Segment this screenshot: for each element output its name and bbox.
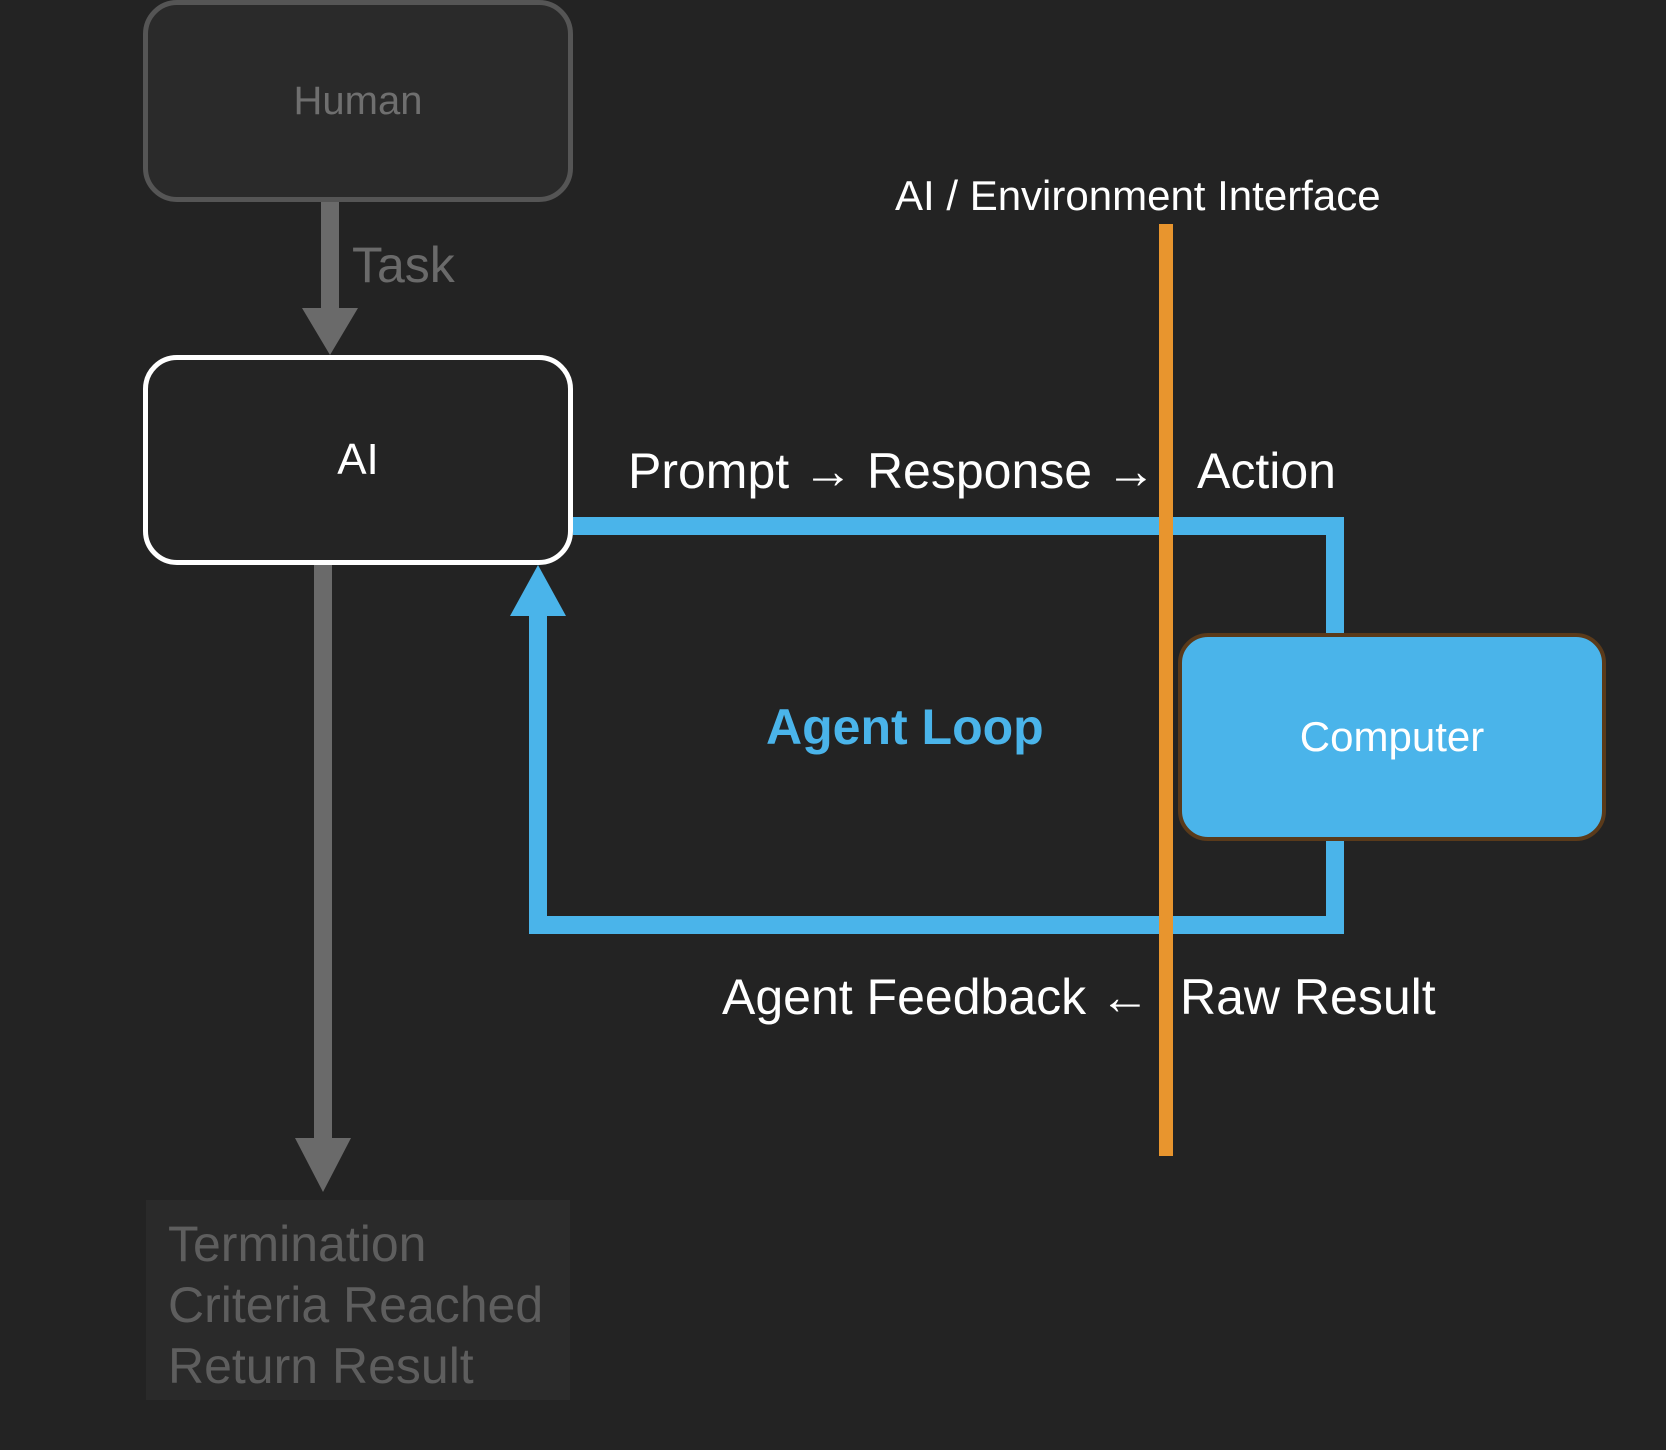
termination-node: Termination Criteria Reached Return Resu… [146,1200,570,1400]
agent-loop-top-path [573,517,1344,633]
termination-line-2: Criteria Reached [168,1277,544,1333]
agent-loop-label: Agent Loop [766,699,1044,755]
termination-line-1: Termination [168,1216,427,1272]
computer-node-label: Computer [1299,713,1485,760]
ai-node: AI [143,355,573,565]
termination-arrow-head [295,1138,351,1192]
agent-feedback-label: Agent Feedback ← [722,969,1151,1025]
task-arrow-shaft [321,202,339,310]
task-label: Task [352,237,455,293]
interface-label: AI / Environment Interface [895,172,1381,219]
human-node-label: Human [293,78,423,123]
termination-line-3: Return Result [168,1338,474,1394]
action-label: Action [1197,443,1336,499]
prompt-response-label: Prompt → Response → [628,443,1156,499]
raw-result-label: Raw Result [1180,969,1436,1025]
ai-node-label: AI [337,435,379,484]
agent-loop-bottom-path [529,612,1344,934]
computer-node: Computer [1178,633,1606,841]
task-arrow-head [302,308,358,355]
human-node: Human [143,0,573,202]
agent-loop-arrow-head [510,565,566,616]
termination-arrow-shaft [314,565,332,1140]
